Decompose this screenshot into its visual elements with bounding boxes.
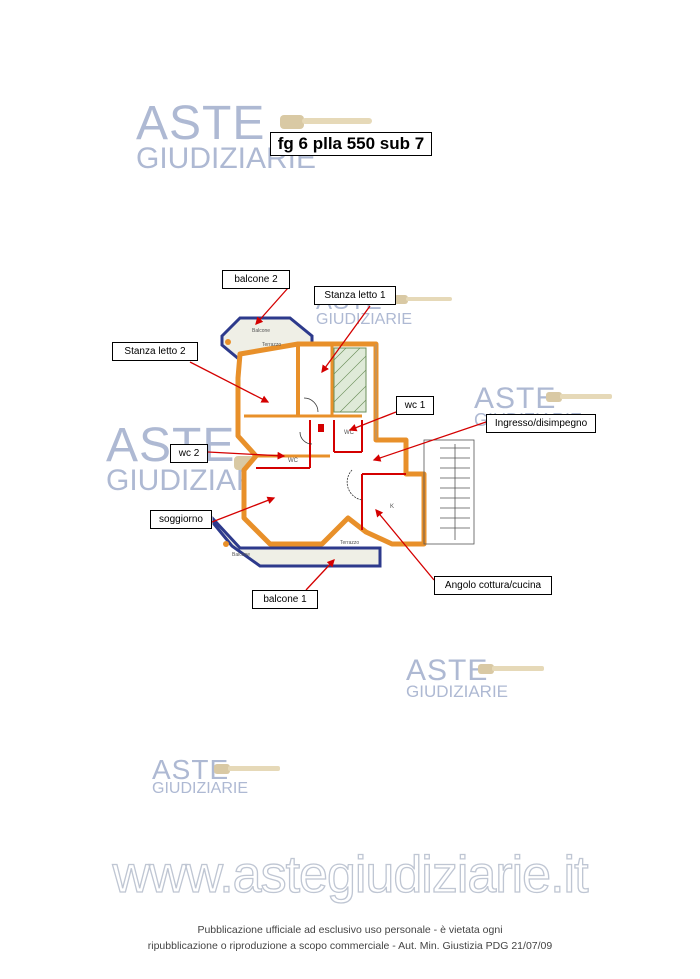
site-watermark: www.astegiudiziarie.it	[112, 845, 589, 904]
svg-text:WC: WC	[288, 458, 299, 464]
svg-text:Balcone: Balcone	[252, 328, 270, 334]
label-soggiorno: soggiorno	[150, 510, 212, 529]
gavel-icon	[478, 664, 544, 674]
footer-line-2: ripubblicazione o riproduzione a scopo c…	[147, 940, 553, 952]
svg-text:Balcone: Balcone	[232, 552, 250, 558]
watermark-logo-5: ASTE GIUDIZIARIE	[406, 656, 544, 700]
stairwell	[423, 439, 475, 545]
label-stanza-letto-2: Stanza letto 2	[112, 342, 198, 361]
watermark-logo-6: ASTE GIUDIZIARIE	[152, 756, 280, 797]
arrow-ingresso	[372, 421, 487, 462]
balcony-lower	[212, 516, 382, 568]
label-wc-2: wc 2	[170, 444, 208, 463]
svg-text:WC: WC	[344, 430, 355, 436]
svg-text:K: K	[390, 504, 394, 510]
label-balcone-2: balcone 2	[222, 270, 290, 289]
gavel-icon	[280, 115, 372, 129]
arrow-angolo	[375, 508, 435, 581]
arrow-wc2	[207, 451, 286, 460]
gavel-icon	[214, 764, 280, 774]
label-balcone-1: balcone 1	[252, 590, 318, 609]
arrow-balcone1	[305, 559, 335, 591]
wardrobe-hatch	[333, 347, 367, 413]
label-wc-1: wc 1	[396, 396, 434, 415]
watermark-aste: ASTE	[136, 97, 266, 150]
arrow-soggiorno	[211, 496, 276, 523]
arrow-balcone2	[255, 287, 289, 325]
arrow-wc1	[348, 411, 397, 432]
label-angolo-cottura: Angolo cottura/cucina	[434, 576, 552, 595]
label-ingresso: Ingresso/disimpegno	[486, 414, 596, 433]
label-stanza-letto-1: Stanza letto 1	[314, 286, 396, 305]
gavel-icon	[394, 295, 452, 304]
svg-text:Terrazzo: Terrazzo	[340, 540, 359, 546]
arrow-stanza2	[189, 361, 270, 403]
footer-line-1: Pubblicazione ufficiale ad esclusivo uso…	[197, 924, 503, 936]
gavel-icon	[546, 392, 612, 402]
page-title: fg 6 plla 550 sub 7	[270, 132, 432, 156]
svg-text:Terrazzo: Terrazzo	[262, 342, 281, 348]
arrow-stanza1	[321, 305, 371, 374]
